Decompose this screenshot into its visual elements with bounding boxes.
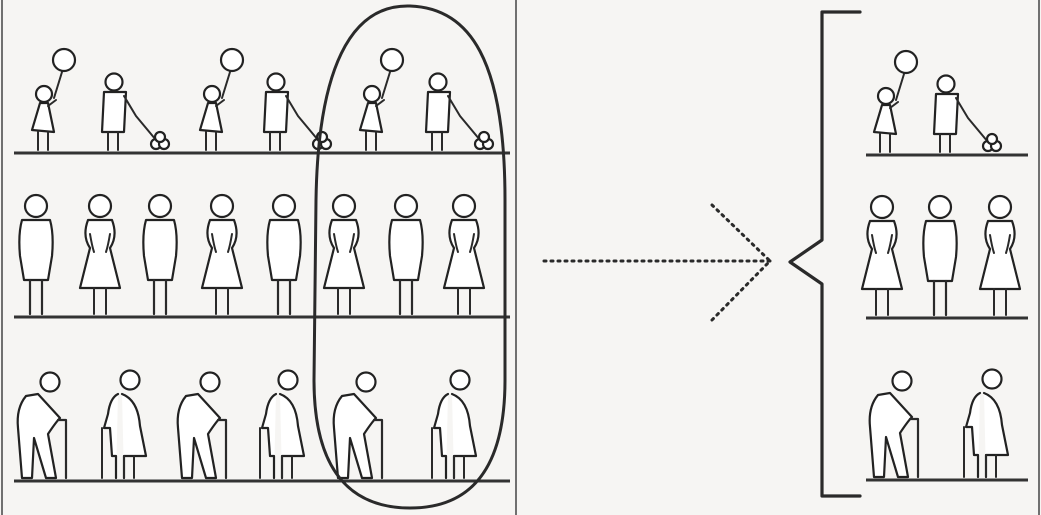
woman-figure: [80, 195, 120, 314]
old-woman-with-cane-figure: [102, 371, 146, 479]
old-woman-with-cane-figure: [260, 371, 304, 479]
old-man-with-cane-figure: [870, 372, 918, 478]
old-man-with-cane-figure: [18, 373, 66, 479]
sample-adults-row: [862, 196, 1020, 315]
woman-figure: [980, 196, 1020, 315]
girl-with-balloon-figure: [32, 49, 75, 150]
adults-row: [19, 195, 484, 314]
woman-figure: [324, 195, 364, 314]
old-man-with-cane-figure: [334, 373, 382, 479]
curly-bracket: [790, 12, 860, 496]
dotted-arrow: [544, 205, 770, 320]
old-man-with-cane-figure: [178, 373, 226, 479]
girl-with-balloon-figure: [360, 49, 403, 150]
elderly-row: [18, 371, 476, 479]
children-row: [32, 49, 493, 150]
man-figure: [19, 195, 52, 314]
man-figure: [267, 195, 300, 314]
man-figure: [143, 195, 176, 314]
girl-with-balloon-figure: [200, 49, 243, 150]
old-woman-with-cane-figure: [432, 371, 476, 479]
boy-with-toy-figure: [934, 76, 1001, 153]
woman-figure: [202, 195, 242, 314]
woman-figure: [444, 195, 484, 314]
man-figure: [923, 196, 956, 315]
girl-with-balloon-figure: [874, 51, 917, 152]
man-figure: [389, 195, 422, 314]
boy-with-toy-figure: [426, 74, 493, 151]
boy-with-toy-figure: [102, 74, 169, 151]
sample-children-row: [874, 51, 1001, 152]
old-woman-with-cane-figure: [964, 370, 1008, 478]
sample-elderly-row: [870, 370, 1008, 478]
woman-figure: [862, 196, 902, 315]
